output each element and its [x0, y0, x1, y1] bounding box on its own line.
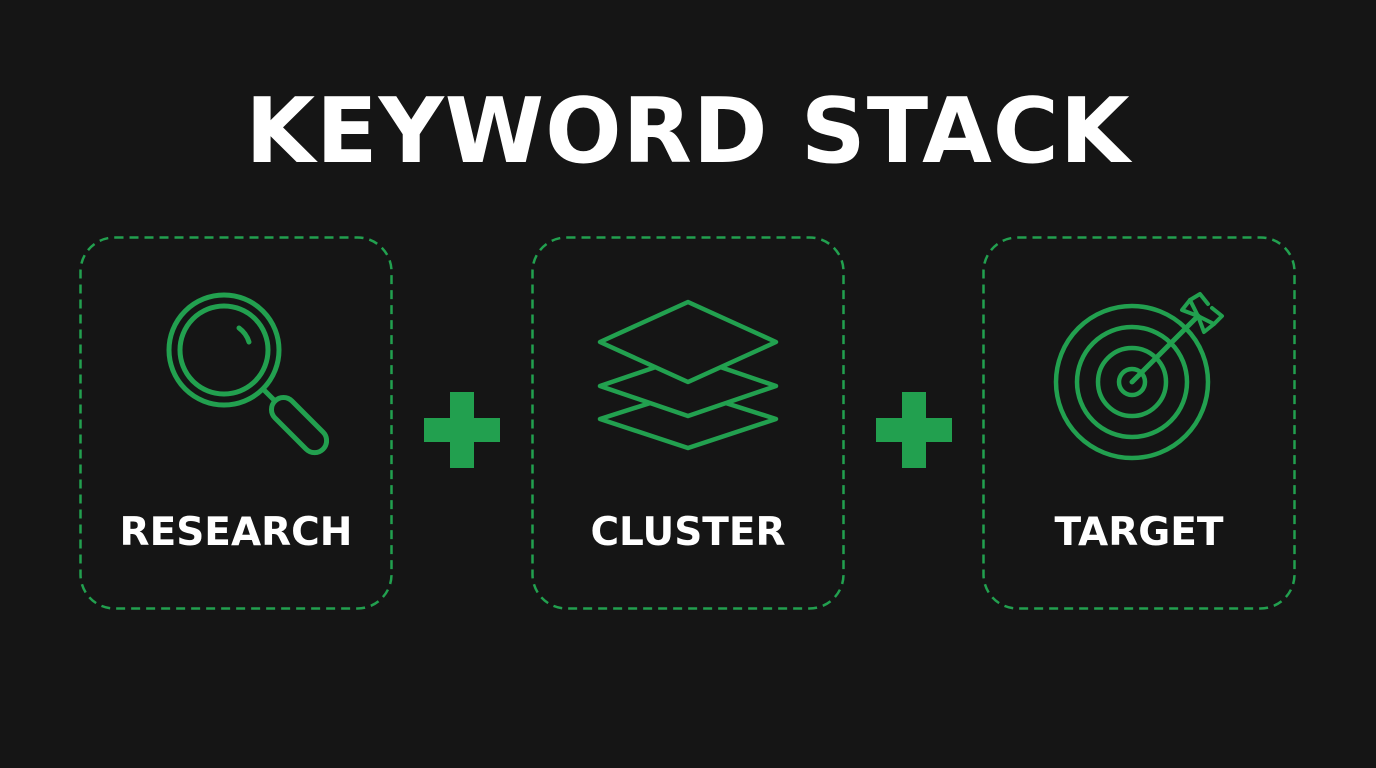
step-label-research: RESEARCH	[119, 510, 353, 555]
step-label-target: TARGET	[1054, 510, 1224, 555]
step-card-target: TARGET	[982, 236, 1296, 610]
step-card-cluster: CLUSTER	[531, 236, 845, 610]
layers-icon	[597, 299, 779, 451]
plus-icon	[424, 392, 500, 468]
plus-icon	[876, 392, 952, 468]
dashed-frame	[982, 236, 1296, 610]
page-title: KEYWORD STACK	[245, 79, 1131, 184]
dashed-frame	[531, 236, 845, 610]
step-card-research: RESEARCH	[79, 236, 393, 610]
target-icon	[1053, 292, 1224, 461]
step-label-cluster: CLUSTER	[590, 510, 786, 555]
dashed-frame	[79, 236, 393, 610]
magnifying-glass-icon	[166, 292, 329, 456]
